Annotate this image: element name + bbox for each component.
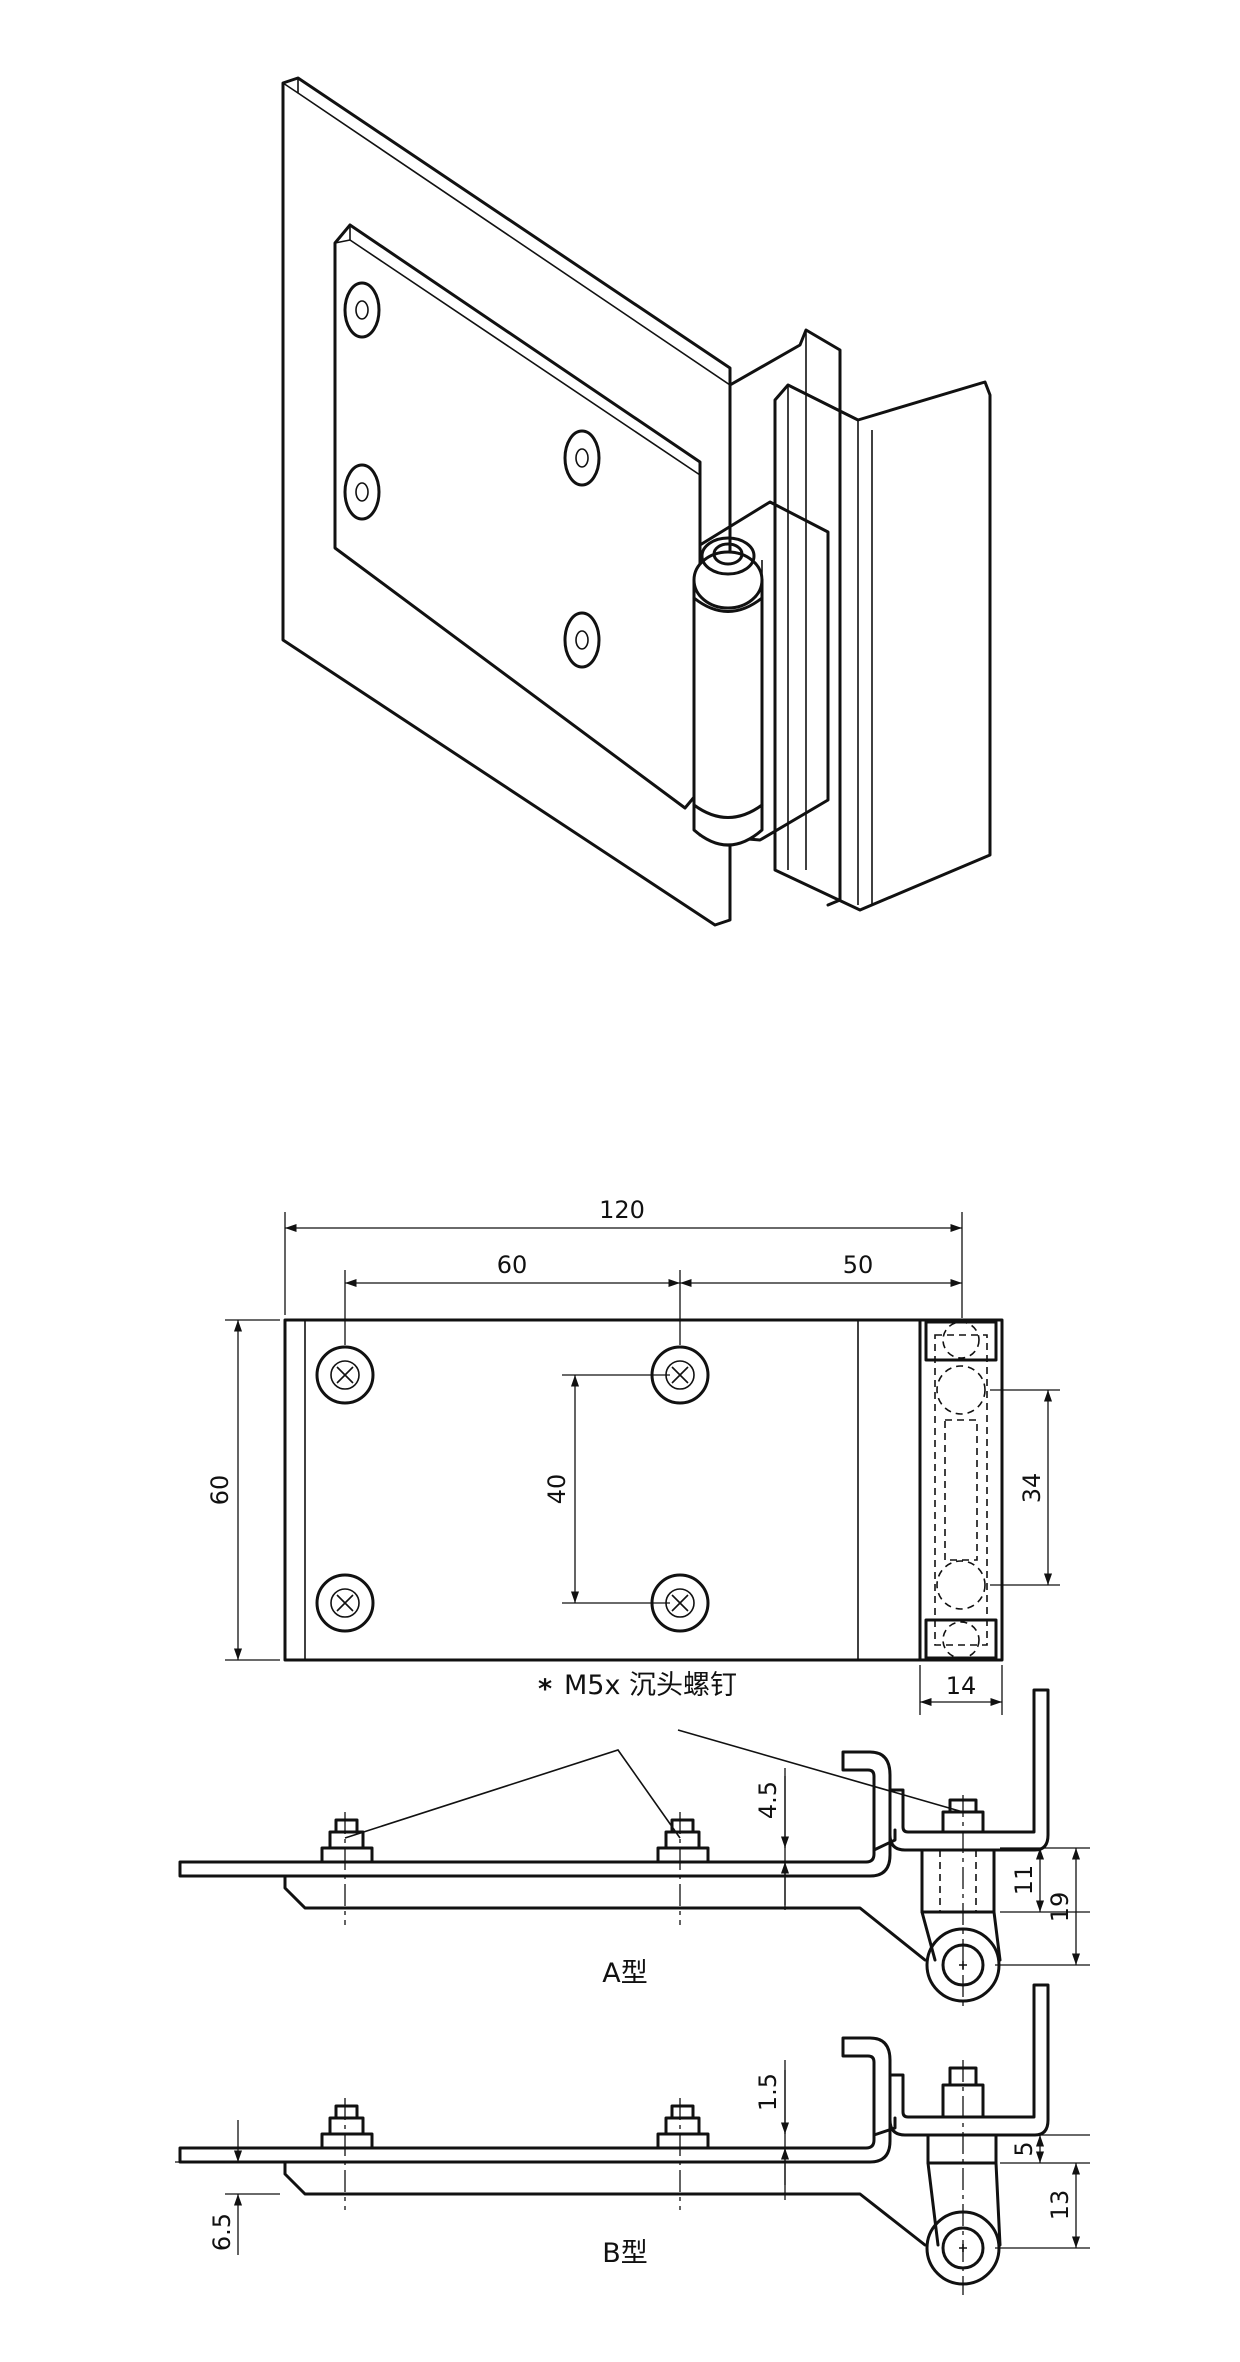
section-b-plate (178, 2036, 892, 2164)
section-b-label: B型 (602, 2238, 648, 2269)
section-b-frame-profile (888, 1983, 1050, 2137)
dim-hinge-pin-spacing: 34 (1018, 1473, 1046, 1504)
isometric-view (281, 76, 992, 927)
screw-note-asterisk: * (538, 1674, 552, 1705)
plan-hinge-knuckle (918, 1318, 1004, 1662)
dim-hole-spacing-y: 40 (543, 1474, 571, 1505)
dim-hinge-width: 14 (946, 1672, 977, 1700)
section-a-screws (320, 1798, 985, 1864)
dim-a-thread-height: 11 (1010, 1865, 1038, 1896)
iso-frame-profile (773, 380, 992, 912)
iso-hinge-knuckle (692, 500, 830, 847)
section-a-dimensions (780, 1768, 1090, 1966)
section-b-screws (320, 2066, 985, 2150)
section-b-dimensions (175, 2060, 1090, 2255)
dim-b-pivot-height: 13 (1046, 2190, 1074, 2221)
section-a-frame-profile (888, 1688, 1050, 1852)
section-a-label: A型 (602, 1958, 647, 1989)
dim-hole-spacing-x: 60 (497, 1251, 528, 1279)
dim-overall-length: 120 (599, 1196, 645, 1224)
section-a-plate (178, 1750, 892, 1878)
section-a-view (178, 1688, 1050, 2010)
dim-b-plate-offset: 6.5 (208, 2213, 236, 2251)
iso-screw-heads (343, 281, 601, 669)
dim-a-pivot-height: 19 (1046, 1892, 1074, 1923)
plan-view (283, 1318, 1004, 1662)
section-b-view (178, 1983, 1050, 2295)
plan-screw-holes (315, 1345, 710, 1633)
dim-hinge-offset: 50 (843, 1251, 874, 1279)
dim-plate-height: 60 (206, 1475, 234, 1506)
dim-b-collar-height: 5 (1010, 2141, 1038, 2156)
dim-b-screw-projection: 1.5 (754, 2073, 782, 2111)
plan-dimensions (225, 1212, 1060, 1715)
plan-plate-outline (283, 1318, 922, 1662)
dim-a-screw-projection: 4.5 (754, 1781, 782, 1819)
iso-mounting-plate (281, 76, 732, 927)
screw-note: M5x 沉头螺钉 (564, 1670, 737, 1701)
